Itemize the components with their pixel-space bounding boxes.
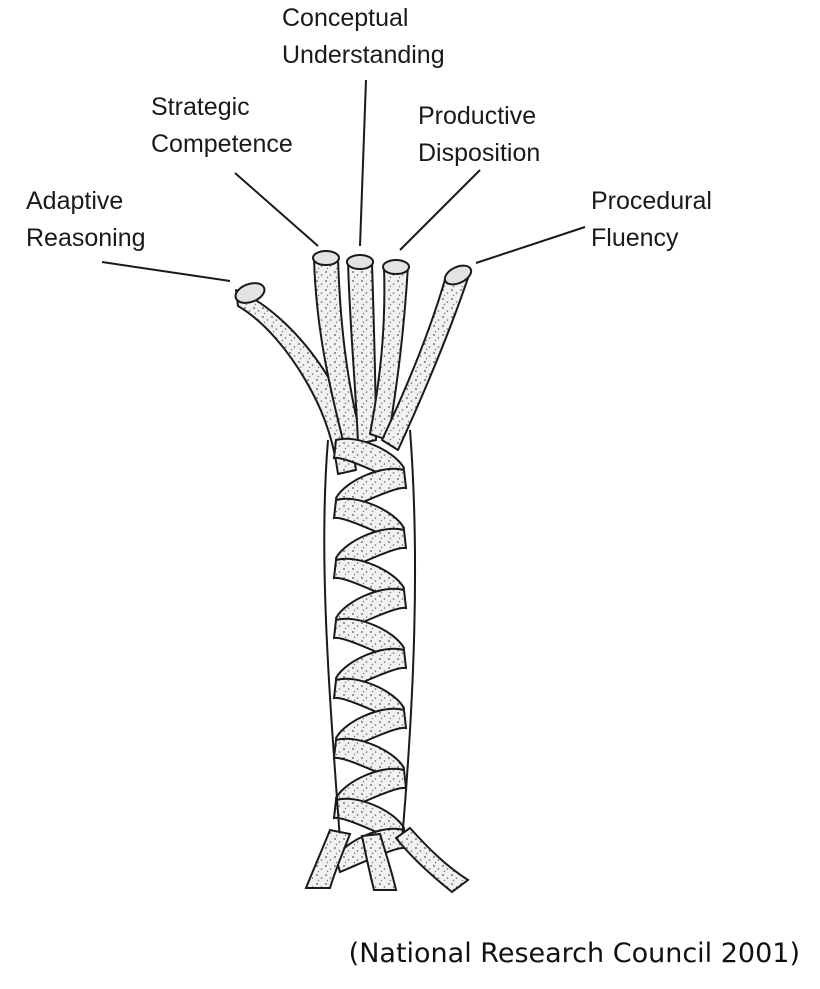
label-productive-disposition: Productive Disposition xyxy=(418,98,540,172)
leader-line-procedural xyxy=(475,226,586,264)
strand-end-productive xyxy=(382,259,410,275)
label-adaptive-reasoning: Adaptive Reasoning xyxy=(26,183,146,257)
label-line-2: Fluency xyxy=(591,224,679,252)
label-line-1: Adaptive xyxy=(26,187,124,215)
label-procedural-fluency: Procedural Fluency xyxy=(591,183,712,257)
braid-body xyxy=(323,429,417,874)
label-line-2: Understanding xyxy=(282,41,445,69)
label-line-2: Disposition xyxy=(418,139,541,167)
strand-end-conceptual xyxy=(346,254,374,270)
label-line-1: Strategic xyxy=(151,93,250,121)
strand-bottom-right xyxy=(394,826,470,894)
label-line-2: Reasoning xyxy=(26,224,146,252)
label-conceptual-understanding: Conceptual Understanding xyxy=(282,0,445,74)
leader-line-conceptual xyxy=(359,79,367,247)
strand-end-adaptive xyxy=(234,282,266,304)
label-strategic-competence: Strategic Competence xyxy=(151,89,293,163)
strand-procedural xyxy=(381,271,471,451)
braid-edge xyxy=(323,439,341,841)
label-line-1: Procedural xyxy=(591,187,712,215)
label-line-1: Productive xyxy=(418,102,537,130)
leader-line-productive xyxy=(399,169,481,251)
label-line-2: Competence xyxy=(151,130,293,158)
leader-line-adaptive xyxy=(101,261,231,282)
strand-bottom-left xyxy=(304,828,352,889)
braid-edge xyxy=(401,429,417,841)
citation: (National Research Council 2001) xyxy=(348,938,800,969)
strand-conceptual xyxy=(347,261,377,445)
label-line-1: Conceptual xyxy=(282,4,409,32)
strand-end-procedural xyxy=(443,264,473,286)
strand-end-strategic xyxy=(312,250,340,266)
leader-line-strategic xyxy=(234,172,319,247)
strand-bottom-center xyxy=(360,832,398,891)
